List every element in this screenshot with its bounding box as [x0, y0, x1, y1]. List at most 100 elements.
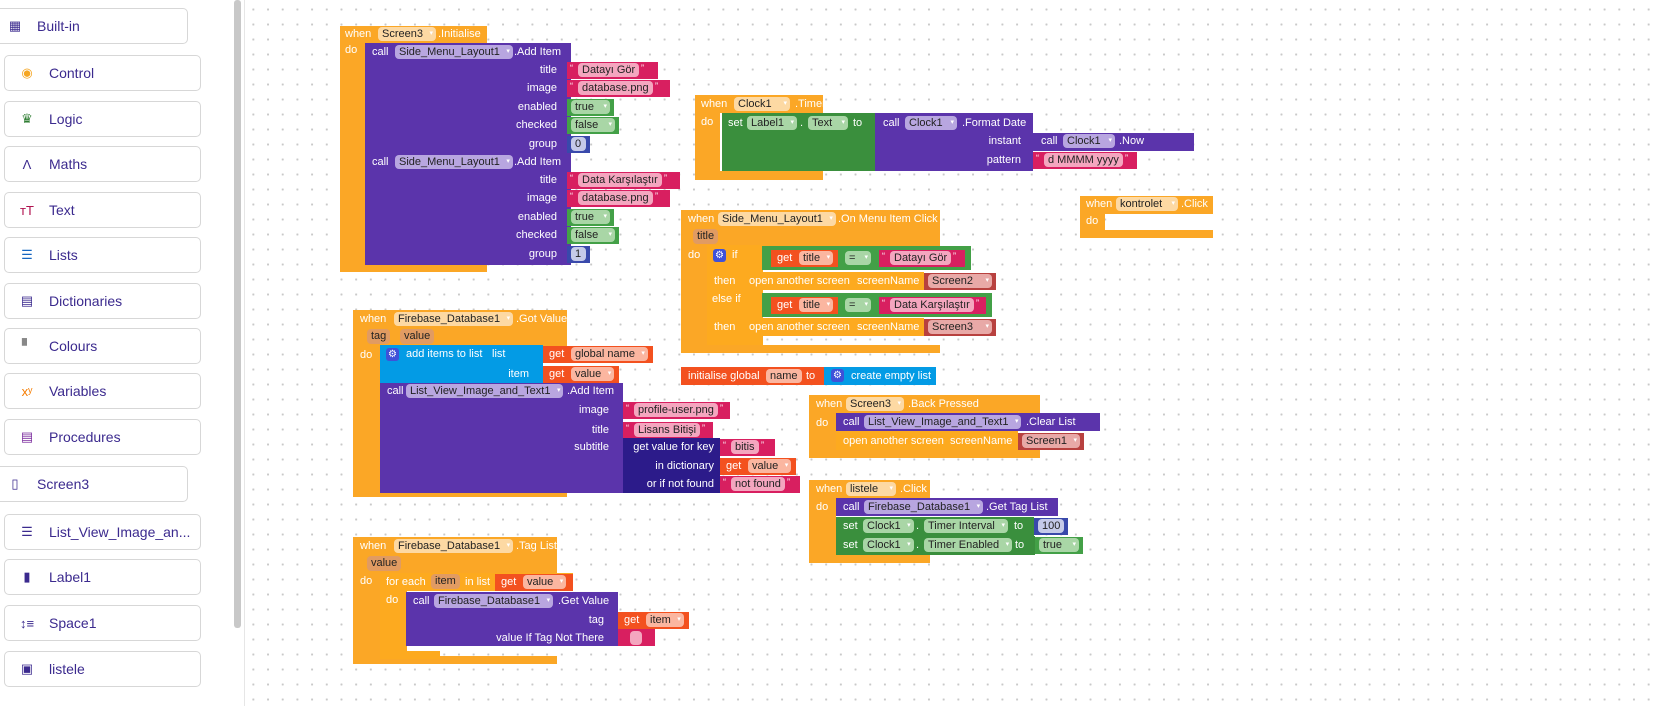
- variable-dropdown[interactable]: item▾: [646, 613, 684, 627]
- component-dropdown[interactable]: Clock1▾: [734, 97, 790, 111]
- component-dropdown[interactable]: Side_Menu_Layout1▾: [395, 155, 513, 169]
- boolean-dropdown[interactable]: false▾: [571, 118, 615, 132]
- clock1-timer-event-body[interactable]: [695, 95, 720, 180]
- component-dropdown[interactable]: kontrolet▾: [1116, 197, 1178, 211]
- property-dropdown[interactable]: Text▾: [808, 116, 848, 130]
- text-value-field[interactable]: not found: [731, 477, 785, 491]
- number-field[interactable]: 1: [571, 247, 586, 261]
- component-dropdown[interactable]: Clock1▾: [863, 519, 914, 533]
- add-item-call-block[interactable]: [380, 383, 623, 493]
- category-control[interactable]: ◉Control: [4, 55, 201, 91]
- variable-name-field[interactable]: name: [766, 369, 802, 383]
- category-logic[interactable]: ♛Logic: [4, 101, 201, 137]
- component-dropdown[interactable]: List_View_Image_and_Text1▾: [864, 415, 1022, 429]
- screen-header[interactable]: ▯ Screen3: [0, 466, 188, 502]
- text-value-field[interactable]: database.png: [578, 81, 653, 95]
- category-procedures[interactable]: ▤Procedures: [4, 419, 201, 455]
- event-parameter[interactable]: value: [367, 556, 402, 571]
- text-value-field[interactable]: Datayı Gör: [890, 251, 952, 265]
- component-item[interactable]: ▣listele: [4, 651, 201, 687]
- property-dropdown[interactable]: Timer Interval▾: [924, 519, 1008, 533]
- event-parameter[interactable]: tag: [367, 329, 391, 344]
- event-parameter[interactable]: title: [693, 229, 719, 244]
- component-dropdown[interactable]: List_View_Image_and_Text1▾: [406, 384, 564, 398]
- event-parameter[interactable]: value: [400, 329, 435, 344]
- boolean-dropdown[interactable]: true▾: [1039, 538, 1079, 552]
- component-dropdown[interactable]: Screen3▾: [846, 397, 904, 411]
- for-each-body[interactable]: [380, 573, 407, 659]
- text-value-field[interactable]: Data Karşılaştır: [578, 173, 662, 187]
- kontrolet-footer[interactable]: [1080, 230, 1213, 238]
- category-colours[interactable]: ▘Colours: [4, 328, 201, 364]
- menu-item-click-footer[interactable]: [681, 345, 940, 353]
- component-item[interactable]: ↕≡Space1: [4, 605, 201, 641]
- tag-list-footer[interactable]: [353, 656, 557, 664]
- text-value-field[interactable]: bitis: [731, 440, 759, 454]
- variable-dropdown[interactable]: global name▾: [571, 347, 648, 361]
- add-item-call-block[interactable]: [365, 43, 571, 153]
- clock1-timer-event-footer[interactable]: [695, 171, 823, 180]
- builtin-header[interactable]: ▦ Built-in: [0, 8, 188, 44]
- screen-dropdown[interactable]: Screen2▾: [928, 274, 992, 288]
- open-screen-block[interactable]: [742, 272, 924, 290]
- screen-dropdown[interactable]: Screen3▾: [928, 320, 992, 334]
- component-dropdown[interactable]: Firebase_Database1▾: [864, 500, 984, 514]
- sidebar-scrollbar[interactable]: [234, 0, 241, 628]
- text-value-field[interactable]: database.png: [578, 191, 653, 205]
- back-pressed-footer[interactable]: [809, 450, 1040, 458]
- loop-variable[interactable]: item: [431, 574, 460, 589]
- mutator-gear-icon[interactable]: ⚙: [831, 369, 844, 382]
- create-empty-list-block[interactable]: [824, 367, 936, 385]
- component-dropdown[interactable]: Firebase_Database1▾: [394, 539, 514, 553]
- component-dropdown[interactable]: Firebase_Database1▾: [394, 312, 514, 326]
- empty-text-field[interactable]: [630, 631, 642, 645]
- boolean-dropdown[interactable]: true▾: [571, 210, 610, 224]
- variable-dropdown[interactable]: value▾: [748, 459, 792, 473]
- open-screen-block[interactable]: [742, 318, 924, 336]
- listele-click-footer[interactable]: [809, 555, 930, 563]
- boolean-dropdown[interactable]: false▾: [571, 228, 615, 242]
- component-dropdown[interactable]: listele▾: [846, 482, 896, 496]
- text-value-field[interactable]: d MMMM yyyy: [1044, 153, 1123, 167]
- category-lists[interactable]: ☰Lists: [4, 237, 201, 273]
- text-value-field[interactable]: Data Karşılaştır: [890, 298, 974, 312]
- boolean-dropdown[interactable]: true▾: [571, 100, 610, 114]
- mutator-gear-icon[interactable]: ⚙: [386, 348, 399, 361]
- text-value-field[interactable]: Datayı Gör: [578, 63, 640, 77]
- variable-dropdown[interactable]: title▾: [799, 251, 834, 265]
- component-dropdown[interactable]: Label1▾: [747, 116, 798, 130]
- number-field[interactable]: 0: [571, 137, 586, 151]
- component-dropdown[interactable]: Firebase_Database1▾: [434, 594, 554, 608]
- screen3-initialise-event-body[interactable]: [340, 26, 365, 272]
- for-each-footer[interactable]: [380, 651, 440, 659]
- text-value-field[interactable]: Lisans Bitişi: [634, 423, 701, 437]
- operator-dropdown[interactable]: =▾: [845, 298, 871, 312]
- variable-dropdown[interactable]: value▾: [523, 575, 567, 589]
- component-dropdown[interactable]: Side_Menu_Layout1▾: [718, 212, 836, 226]
- variable-dropdown[interactable]: value▾: [571, 367, 615, 381]
- category-dictionaries[interactable]: ▤Dictionaries: [4, 283, 201, 319]
- component-item[interactable]: ☰List_View_Image_an...: [4, 514, 201, 550]
- listele-click-body[interactable]: [809, 480, 836, 563]
- open-screen-block[interactable]: [836, 431, 1018, 450]
- component-dropdown[interactable]: Clock1▾: [905, 116, 957, 130]
- component-item[interactable]: ▮Label1: [4, 559, 201, 595]
- component-dropdown[interactable]: Clock1▾: [1063, 134, 1115, 148]
- operator-dropdown[interactable]: =▾: [845, 251, 871, 265]
- add-items-to-list-block[interactable]: [380, 345, 543, 383]
- variable-dropdown[interactable]: title▾: [799, 298, 834, 312]
- number-field[interactable]: 100: [1038, 519, 1065, 533]
- component-dropdown[interactable]: Clock1▾: [863, 538, 914, 552]
- got-value-footer[interactable]: [353, 489, 567, 497]
- dictionary-lookup-block[interactable]: [623, 438, 720, 493]
- text-value-field[interactable]: profile-user.png: [634, 403, 718, 417]
- property-dropdown[interactable]: Timer Enabled▾: [924, 538, 1013, 552]
- add-item-call-block[interactable]: [365, 153, 571, 265]
- component-dropdown[interactable]: Screen3▾: [378, 27, 436, 41]
- mutator-gear-icon[interactable]: ⚙: [713, 249, 726, 262]
- screen3-initialise-event-footer[interactable]: [340, 263, 487, 272]
